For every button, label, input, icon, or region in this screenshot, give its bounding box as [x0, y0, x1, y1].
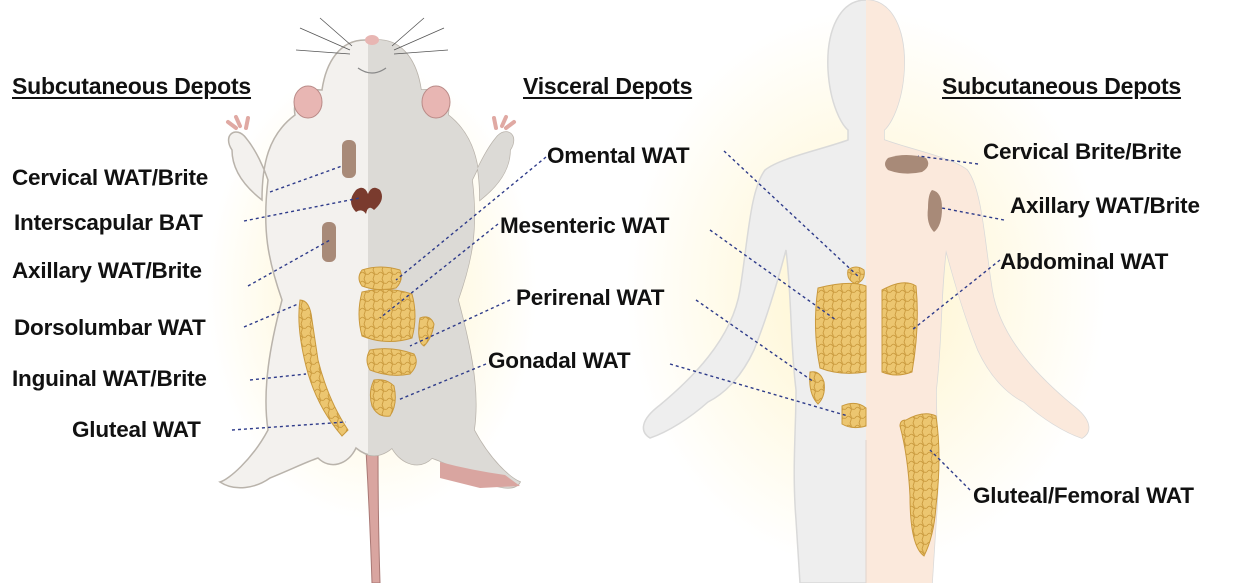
human-gonadal-depot: [842, 403, 866, 427]
label-mouse-cervical: Cervical WAT/Brite: [12, 165, 208, 191]
mouse-figure: [207, 18, 537, 583]
label-human-abdominal: Abdominal WAT: [1000, 249, 1168, 275]
label-perirenal: Perirenal WAT: [516, 285, 664, 311]
label-mouse-axillary: Axillary WAT/Brite: [12, 258, 202, 284]
human-cervical-depot: [885, 155, 928, 174]
mouse-axillary-depot: [322, 222, 336, 262]
human-mesenteric-depot: [815, 283, 866, 373]
label-human-cervical: Cervical Brite/Brite: [983, 139, 1182, 165]
mouse-omental-depot: [359, 267, 401, 290]
label-omental: Omental WAT: [547, 143, 689, 169]
heading-mouse-subcutaneous: Subcutaneous Depots: [12, 73, 251, 100]
label-mouse-inguinal: Inguinal WAT/Brite: [12, 366, 207, 392]
mouse-mesenteric-depot: [359, 289, 415, 341]
human-abdominal-depot: [882, 283, 917, 375]
label-human-axillary: Axillary WAT/Brite: [1010, 193, 1200, 219]
label-mesenteric: Mesenteric WAT: [500, 213, 669, 239]
label-mouse-gluteal: Gluteal WAT: [72, 417, 201, 443]
label-mouse-interscapular-bat: Interscapular BAT: [14, 210, 203, 236]
mouse-gonadal-depot-a: [367, 349, 416, 376]
label-human-gluteal-femoral: Gluteal/Femoral WAT: [973, 483, 1194, 509]
label-gonadal: Gonadal WAT: [488, 348, 630, 374]
heading-visceral: Visceral Depots: [523, 73, 692, 100]
label-mouse-dorsolumbar: Dorsolumbar WAT: [14, 315, 206, 341]
heading-human-subcutaneous: Subcutaneous Depots: [942, 73, 1181, 100]
mouse-cervical-depot: [342, 140, 356, 178]
